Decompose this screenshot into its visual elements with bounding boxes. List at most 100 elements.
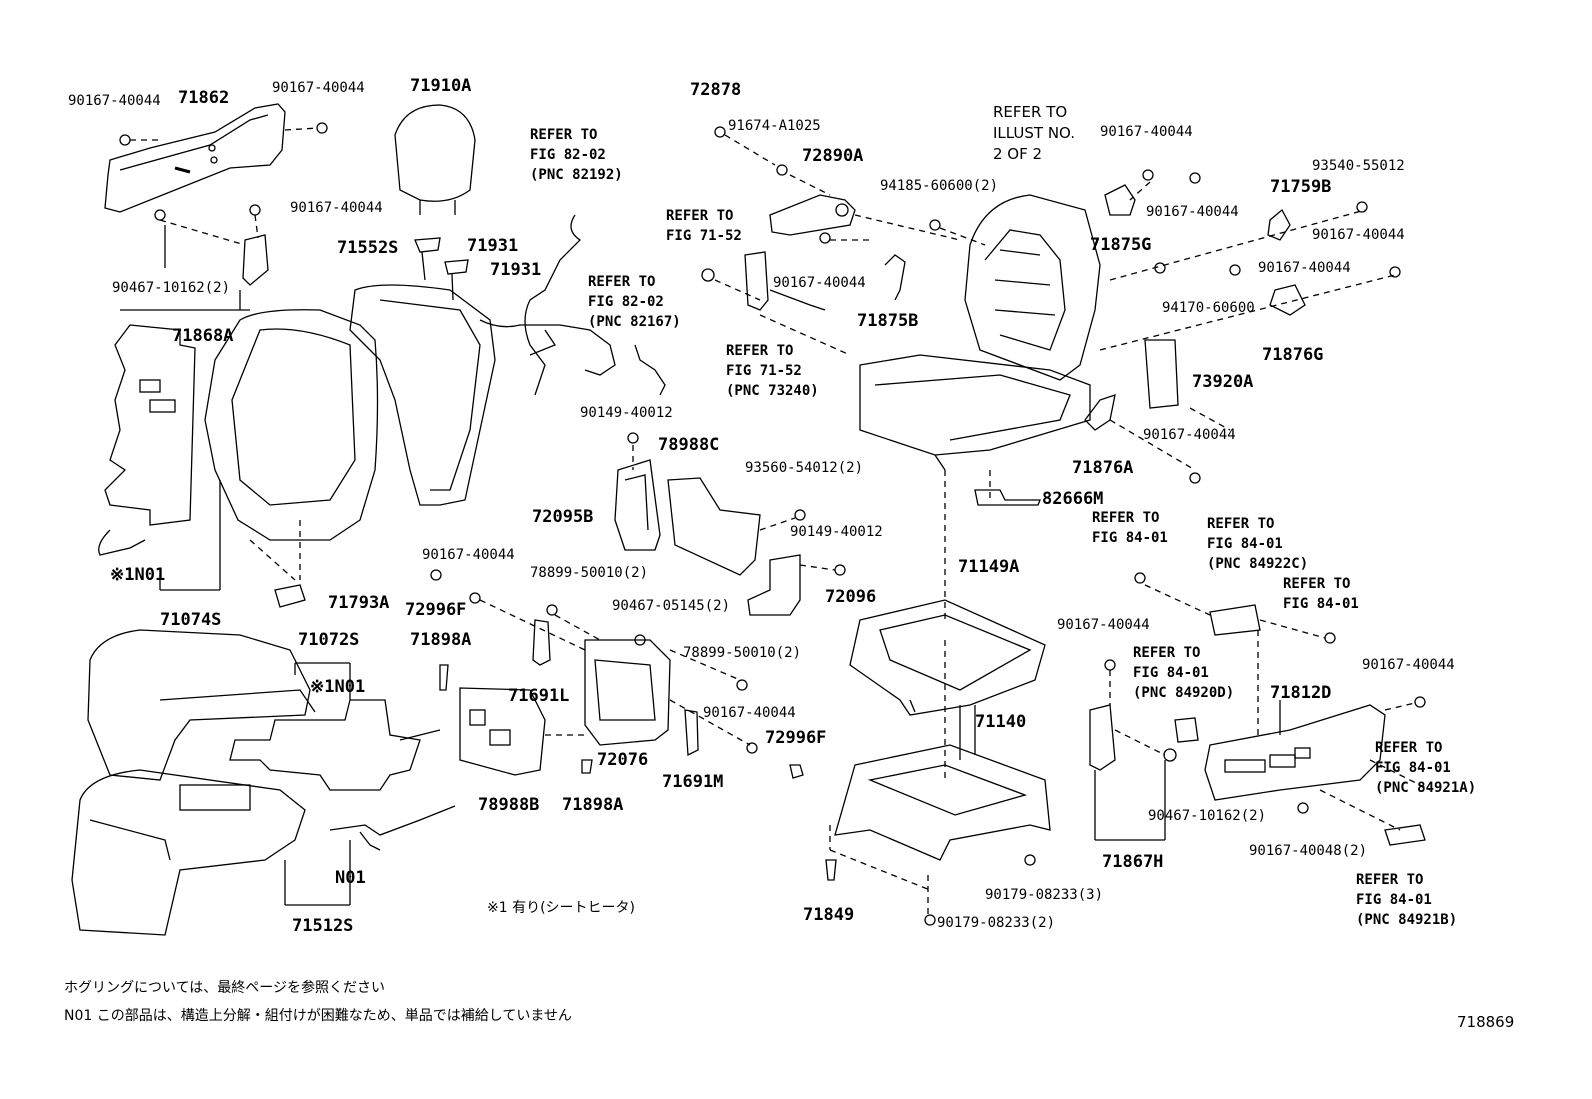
label-90149-40012: 90149-40012	[580, 405, 673, 421]
bracket-72095B	[614, 459, 661, 551]
seat-cushion-71072S	[87, 629, 316, 781]
refer-fig-84-01: REFER TO FIG 84-01	[1092, 510, 1168, 546]
label-90167-40044: 90167-40044	[773, 275, 866, 291]
label-78899-50010: 78899-50010(2)	[683, 645, 802, 661]
label-71691M: 71691M	[662, 772, 724, 792]
label-90167-40044: 90167-40044	[68, 93, 161, 109]
label-90167-40044: 90167-40044	[290, 200, 383, 216]
cover-78988B	[459, 687, 546, 776]
heater-mat-seat	[229, 699, 441, 791]
bracket-71691M	[684, 709, 699, 757]
label-71512S: 71512S	[292, 916, 354, 936]
label-71759B: 71759B	[1270, 177, 1332, 197]
label-71074S: 71074S	[160, 610, 222, 630]
bracket-71875G	[1104, 184, 1136, 216]
side-cover-71862	[104, 103, 286, 213]
label-90149-40012: 90149-40012	[790, 524, 883, 540]
label-71072S: 71072S	[298, 630, 360, 650]
seat-frame-base	[859, 354, 1091, 471]
label-93540-55012: 93540-55012	[1312, 158, 1405, 174]
label-71140: 71140	[975, 712, 1027, 732]
wire-71875B	[884, 254, 906, 301]
label-78988C: 78988C	[658, 435, 720, 455]
label-72996F: 72996F	[765, 728, 827, 748]
leader-dashes-left	[130, 127, 319, 246]
refer-illust-2of2: REFER TO ILLUST NO. 2 OF 2	[993, 103, 1076, 163]
label-71875B: 71875B	[857, 311, 919, 331]
seat-motor-72076	[584, 639, 671, 746]
label-72095B: 72095B	[532, 507, 594, 527]
label-71931: 71931	[490, 260, 542, 280]
label-71812D: 71812D	[1270, 683, 1332, 703]
seatback-cover	[349, 284, 496, 506]
refer-fig-71-52-73240: REFER TO FIG 71-52 (PNC 73240)	[726, 343, 819, 399]
label-N01: ※1N01	[310, 677, 366, 697]
label-72996F: 72996F	[405, 600, 467, 620]
label-71691L: 71691L	[508, 686, 570, 706]
bracket-72096	[747, 554, 801, 616]
label-71849: 71849	[803, 905, 855, 925]
label-78899-50010: 78899-50010(2)	[530, 565, 649, 581]
label-90179-08233: 90179-08233(3)	[985, 887, 1104, 903]
refer-fig-84-01: REFER TO FIG 84-01	[1283, 576, 1359, 612]
headrest-71910A	[394, 104, 476, 215]
label-91674-A1025: 91674-A1025	[728, 118, 821, 134]
label-71875G: 71875G	[1090, 235, 1152, 255]
refer-fig-82-02-82192: REFER TO FIG 82-02 (PNC 82192)	[530, 127, 623, 183]
part-71876G	[1269, 284, 1306, 316]
label-90167-40044: 90167-40044	[1100, 124, 1193, 140]
label-71867H: 71867H	[1102, 852, 1164, 872]
bracket-71691L	[532, 619, 551, 666]
label-71898A: 71898A	[562, 795, 624, 815]
part-71876A	[1084, 394, 1116, 431]
label-90167-40044: 90167-40044	[1146, 204, 1239, 220]
label-72096: 72096	[825, 587, 877, 607]
seatbelt-buckle	[744, 251, 826, 311]
label-71868A: 71868A	[172, 326, 234, 346]
label-72878: 72878	[690, 80, 742, 100]
label-90467-05145: 90467-05145(2)	[612, 598, 731, 614]
refer-fig-84-01-84922C: REFER TO FIG 84-01 (PNC 84922C)	[1207, 516, 1309, 572]
label-90167-40044: 90167-40044	[272, 80, 365, 96]
label-94170-60600: 94170-60600	[1162, 300, 1255, 316]
label-71876G: 71876G	[1262, 345, 1324, 365]
label-71793A: 71793A	[328, 593, 390, 613]
wire-harness	[479, 214, 666, 396]
label-90167-40044: 90167-40044	[1057, 617, 1150, 633]
label-90167-40044: 90167-40044	[703, 705, 796, 721]
bracket-71867H	[1089, 704, 1116, 771]
figure-number: 718869	[1457, 1013, 1515, 1031]
label-90167-40044: 90167-40044	[1143, 427, 1236, 443]
label-82666M: 82666M	[1042, 489, 1104, 509]
label-90179-08233: 90179-08233(2)	[937, 915, 1056, 931]
armrest-72890A	[769, 194, 856, 236]
label-N01: ※1N01	[110, 565, 166, 585]
clip-71793A	[274, 584, 306, 608]
label-71898A: 71898A	[410, 630, 472, 650]
heater-wire-N01	[329, 805, 456, 851]
seat-rail-71149A	[849, 599, 1046, 716]
label-N01: N01	[335, 868, 366, 888]
label-78988B: 78988B	[478, 795, 540, 815]
label-90167-40044: 90167-40044	[1258, 260, 1351, 276]
label-90167-40044: 90167-40044	[1312, 227, 1405, 243]
seatback-cushion-71552S	[204, 309, 379, 541]
label-72076: 72076	[597, 750, 649, 770]
refer-fig-84-01-84921A: REFER TO FIG 84-01 (PNC 84921A)	[1375, 740, 1477, 796]
seatback-frame	[964, 194, 1101, 381]
label-73920A: 73920A	[1192, 372, 1254, 392]
label-71862: 71862	[178, 88, 230, 108]
label-90467-10162: 90467-10162(2)	[1148, 808, 1267, 824]
label-72890A: 72890A	[802, 146, 864, 166]
refer-fig-84-01-84920D: REFER TO FIG 84-01 (PNC 84920D)	[1133, 645, 1235, 701]
label-90467-10162: 90467-10162(2)	[112, 280, 231, 296]
label-71876A: 71876A	[1072, 458, 1134, 478]
label-90167-40044: 90167-40044	[422, 547, 515, 563]
refer-fig-84-01-84921B: REFER TO FIG 84-01 (PNC 84921B)	[1356, 872, 1458, 928]
label-71931: 71931	[467, 236, 519, 256]
heater-footnote: ※1 有り(シートヒータ)	[487, 900, 636, 916]
label-90167-40044: 90167-40044	[1362, 657, 1455, 673]
side-cover-71812D	[1204, 704, 1386, 801]
label-94185-60600: 94185-60600(2)	[880, 178, 999, 194]
